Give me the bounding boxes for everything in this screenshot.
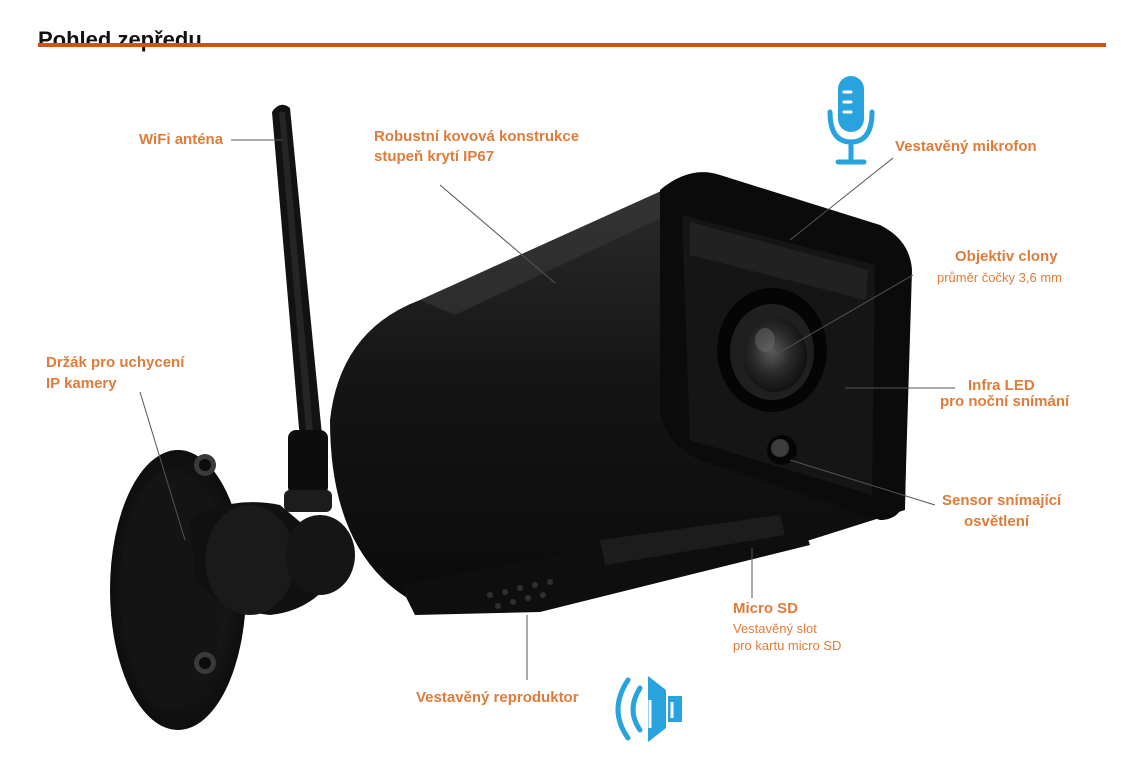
leader-lines <box>139 139 955 680</box>
callout-mount-line2: IP kamery <box>46 375 117 392</box>
callout-lens-detail: průměr čočky 3,6 mm <box>937 270 1062 285</box>
callout-sensor-line1: Sensor snímající <box>942 492 1062 509</box>
callout-sd: Micro SD <box>733 600 799 617</box>
mount-arm <box>190 502 355 615</box>
camera-lens <box>717 288 827 412</box>
callout-wifi-antenna: WiFi anténa <box>139 131 224 148</box>
callout-sensor-line2: osvětlení <box>964 513 1030 530</box>
callout-sd-detail2: pro kartu micro SD <box>733 638 842 653</box>
callout-infrared-line2: pro noční snímání <box>940 393 1070 410</box>
speaker-icon <box>615 676 682 742</box>
callout-infrared-line1: Infra LED <box>968 377 1035 394</box>
microphone-icon <box>827 76 875 165</box>
callout-mount-line1: Držák pro uchycení <box>46 354 185 371</box>
callout-speaker: Vestavěný reproduktor <box>416 689 579 706</box>
title-underline <box>38 43 1106 47</box>
callout-body-line2: stupeň krytí IP67 <box>374 148 495 165</box>
light-sensor <box>767 435 797 465</box>
callout-body-line1: Robustní kovová konstrukce <box>374 128 580 145</box>
callout-lens: Objektiv clony <box>955 248 1058 265</box>
callout-sd-detail1: Vestavěný slot <box>733 621 817 636</box>
page-title: Pohled zepředu <box>38 27 202 52</box>
callout-microphone: Vestavěný mikrofon <box>895 138 1037 155</box>
wifi-antenna <box>272 104 332 512</box>
